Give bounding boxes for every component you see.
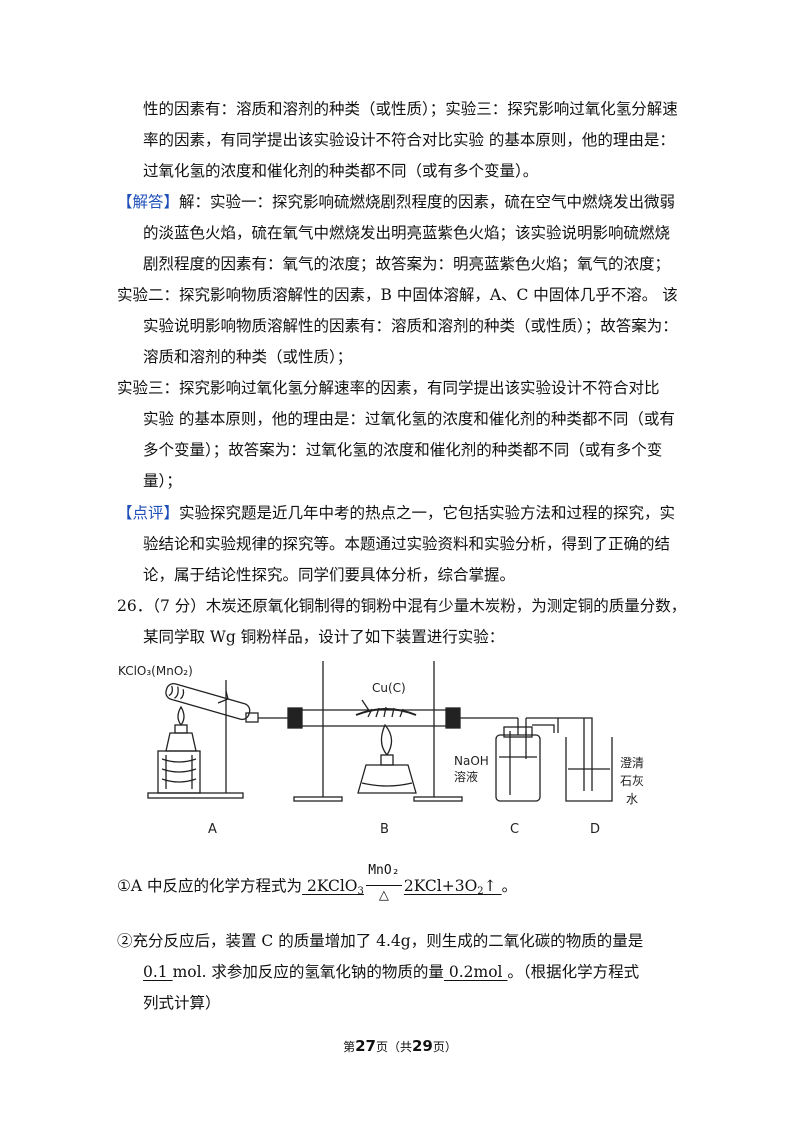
text-line: 论，属于结论性探究。同学们要具体分析，综合掌握。 xyxy=(143,566,516,584)
stand-base-b2 xyxy=(413,796,463,802)
label-c: C xyxy=(510,822,519,837)
text-line: 验结论和实验规律的探究等。本题通过实验资料和实验分析，得到了正确的结 xyxy=(143,535,671,553)
q1-suffix: 。 xyxy=(501,877,518,895)
stand-base-b1 xyxy=(293,796,343,802)
q2-answer-1: 0.1 xyxy=(143,963,173,981)
text-line: 溶质和溶剂的种类（或性质）； xyxy=(143,348,353,366)
product: 2KCl+3O xyxy=(403,877,478,895)
label-d: D xyxy=(590,822,600,837)
wash-bottle xyxy=(495,734,541,802)
reaction-condition: MnO₂ △ xyxy=(364,863,404,903)
text-line: 实验 的基本原则，他的理由是：过氧化氢的浓度和催化剂的种类都不同（或有 xyxy=(143,410,675,428)
question-26: 26．（7 分）木炭还原氧化铜制得的铜粉中混有少量木炭粉，为测定铜的质量分数， xyxy=(117,597,687,615)
q1-prefix: ①A 中反应的化学方程式为 xyxy=(117,877,303,895)
catalyst: MnO₂ xyxy=(368,863,400,878)
flame-icon xyxy=(177,705,185,726)
text-line: 的淡蓝色火焰，硫在氧气中燃烧发出明亮蓝紫色火焰；该实验说明影响硫燃烧 xyxy=(143,224,671,242)
flame-icon-b xyxy=(380,723,393,756)
text-line: 解：实验一：探究影响硫燃烧剧烈程度的因素，硫在空气中燃烧发出微弱 xyxy=(179,193,676,211)
subscript: 2 xyxy=(477,886,484,897)
q1-answer: 2KClO3 MnO₂ △ 2KCl+3O2↑ xyxy=(302,863,502,903)
gas-arrow: ↑ xyxy=(483,877,502,895)
label-limewater-3: 水 xyxy=(626,792,638,806)
alcohol-lamp-a xyxy=(165,732,197,752)
review-tag: 【点评】 xyxy=(117,504,180,522)
q2-mid: mol. 求参加反应的氢氧化钠的物质的量 xyxy=(172,963,444,981)
text-line: 某同学取 Wg 铜粉样品，设计了如下装置进行实验： xyxy=(143,628,505,646)
label-cu: Cu(C) xyxy=(372,681,406,695)
question-2-line3: 列式计算） xyxy=(143,994,221,1012)
apparatus-diagram: KClO₃(MnO₂) Cu(C) NaOH 溶液 澄清 石灰 水 A B C … xyxy=(118,661,644,837)
text-line: 过氧化氢的浓度和催化剂的种类都不同（或有多个变量）。 xyxy=(143,162,539,180)
footer-text: 页（共 xyxy=(375,1040,412,1054)
clamp xyxy=(217,690,229,704)
reaction-tube xyxy=(297,709,451,727)
alcohol-lamp-b xyxy=(357,764,417,794)
q2-tail: 。（根据化学方程式 xyxy=(507,963,640,981)
question-1: ①A 中反应的化学方程式为 2KClO3 MnO₂ △ 2KCl+3O2↑ 。 xyxy=(117,863,518,903)
label-limewater-1: 澄清 xyxy=(620,755,644,770)
question-2-line2: 0.1 mol. 求参加反应的氢氧化钠的物质的量 0.2mol 。（根据化学方程… xyxy=(143,962,639,982)
heat-symbol: △ xyxy=(378,888,389,903)
label-b: B xyxy=(380,822,389,837)
text-line: 剧烈程度的因素有：氧气的浓度；故答案为：明亮蓝紫色火焰；氧气的浓度； xyxy=(143,255,671,273)
review-paragraph: 【点评】实验探究题是近几年中考的热点之一，它包括实验方法和过程的探究，实 xyxy=(117,503,675,523)
label-kclo3: KClO₃(MnO₂) xyxy=(118,664,193,678)
footer-text: 第 xyxy=(343,1040,356,1054)
answer-tag: 【解答】 xyxy=(117,193,180,211)
text-line: 量）； xyxy=(143,472,182,490)
label-a: A xyxy=(208,822,217,837)
text-line: 率的因素，有同学提出该实验设计不符合对比实验 的基本原则，他的理由是： xyxy=(143,131,675,149)
subscript: 3 xyxy=(357,886,364,897)
q2-answer-2: 0.2mol xyxy=(443,963,508,981)
text-line: 实验二：探究影响物质溶解性的因素，B 中固体溶解，A、C 中固体几乎不溶。 该 xyxy=(117,286,678,304)
label-naoh: NaOH xyxy=(454,754,489,768)
footer-text: 页） xyxy=(432,1040,457,1054)
page-total: 29 xyxy=(412,1037,433,1055)
label-limewater-2: 石灰 xyxy=(620,774,644,788)
reactant: 2KClO xyxy=(302,877,358,895)
answer-paragraph: 【解答】解：实验一：探究影响硫燃烧剧烈程度的因素，硫在空气中燃烧发出微弱 xyxy=(117,192,675,212)
text-line: 实验三：探究影响过氧化氢分解速率的因素，有同学提出该实验设计不符合对比 xyxy=(117,379,660,397)
beaker-d xyxy=(565,737,613,802)
label-naoh-solution: 溶液 xyxy=(454,769,478,784)
page-number: 27 xyxy=(355,1037,376,1055)
question-2: ②充分反应后，装置 C 的质量增加了 4.4g，则生成的二氧化碳的物质的量是 xyxy=(117,932,644,950)
test-tube-a xyxy=(165,683,251,721)
text-line: 实验探究题是近几年中考的热点之一，它包括实验方法和过程的探究，实 xyxy=(179,504,676,522)
text-line: 性的因素有：溶质和溶剂的种类（或性质）；实验三：探究影响过氧化氢分解速 xyxy=(143,100,678,118)
page-footer: 第27页（共29页） xyxy=(0,1037,800,1055)
text-line: 实验说明影响物质溶解性的因素有：溶质和溶剂的种类（或性质）；故答案为： xyxy=(143,317,678,335)
text-line: 多个变量）；故答案为：过氧化氢的浓度和催化剂的种类都不同（或有多个变 xyxy=(143,441,663,459)
stand-base-a xyxy=(147,792,244,799)
